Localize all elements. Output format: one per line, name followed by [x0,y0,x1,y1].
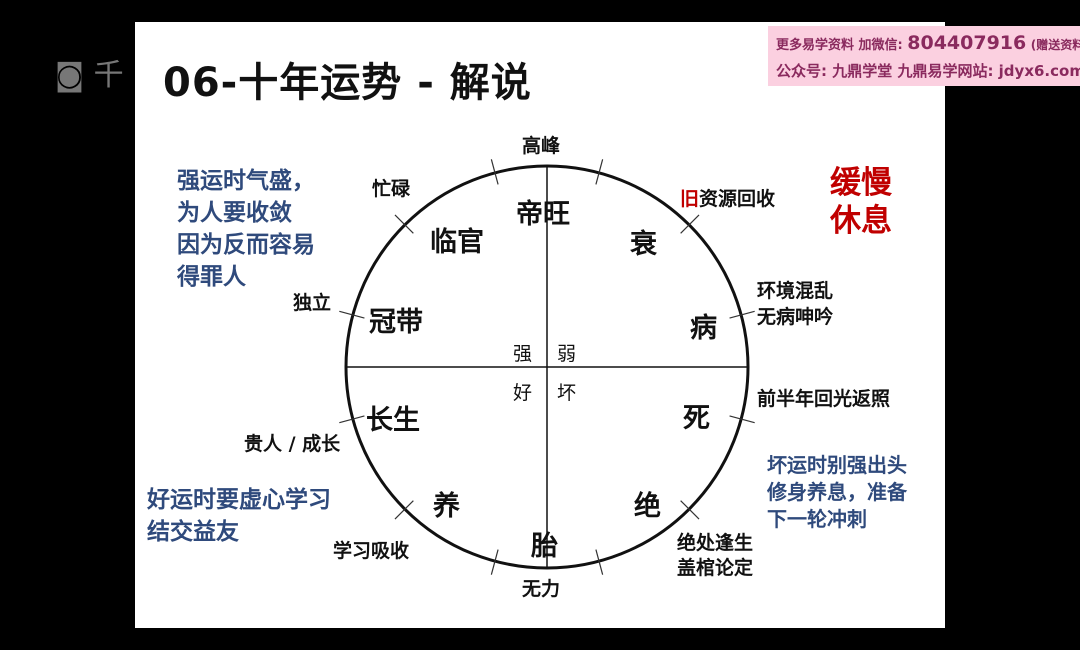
palace-bing: 病 [690,313,717,344]
palace-si: 死 [683,403,710,434]
palace-tai: 胎 [531,531,558,562]
watermark-banner: 更多易学资料 加微信: 804407916 (赠送资料) 公众号: 九鼎学堂 九… [768,26,1080,86]
palace-diwang: 帝旺 [516,199,570,230]
label-peak: 高峰 [522,135,561,157]
label-independent: 独立 [293,292,332,314]
tick-marks [339,159,755,575]
tick-mark [490,159,499,185]
label-busy: 忙碌 [372,178,411,200]
quadrant-weak: 弱 [557,343,577,365]
tick-mark [339,415,365,424]
palace-jue: 绝 [634,491,661,522]
tick-mark [729,310,755,319]
note-good-luck: 好运时要虚心学习结交益友 [147,487,331,545]
note-strong-luck: 强运时气盛，为人要收敛因为反而容易得罪人 [177,168,315,290]
note-bad-luck: 坏运时别强出头修身养息，准备下一轮冲刺 [767,453,907,531]
quadrant-strong: 强 [513,343,533,365]
palace-yang: 养 [433,491,460,522]
quadrant-good: 好 [513,382,533,404]
label-powerless: 无力 [522,578,561,600]
tick-mark [394,500,414,520]
tick-mark [339,310,365,319]
label-benefactor: 贵人 / 成长 [244,433,341,455]
tick-mark [394,214,414,234]
label-chaos: 环境混乱无病呻吟 [757,280,834,328]
label-learning: 学习吸收 [333,540,410,562]
tick-mark [490,549,499,575]
tick-mark [680,214,700,234]
tick-mark [595,549,604,575]
tick-mark [680,500,700,520]
app-logo: ◙ 千 [55,58,124,93]
tick-mark [729,415,755,424]
palace-shuai: 衰 [630,229,657,260]
palace-linguan: 临官 [430,227,484,258]
label-resource-recycle: 旧资源回收 [680,188,776,210]
slide [135,22,945,628]
palace-changsheng: 长生 [366,405,420,436]
quadrant-bad: 坏 [557,382,577,404]
label-rebirth: 绝处逢生盖棺论定 [677,532,754,579]
label-last-glow: 前半年回光返照 [757,388,891,410]
note-slow-rest: 缓慢休息 [830,165,892,239]
tick-mark [595,159,604,185]
page-title: 06-十年运势 - 解说 [163,60,532,106]
palace-guandai: 冠带 [369,307,423,338]
